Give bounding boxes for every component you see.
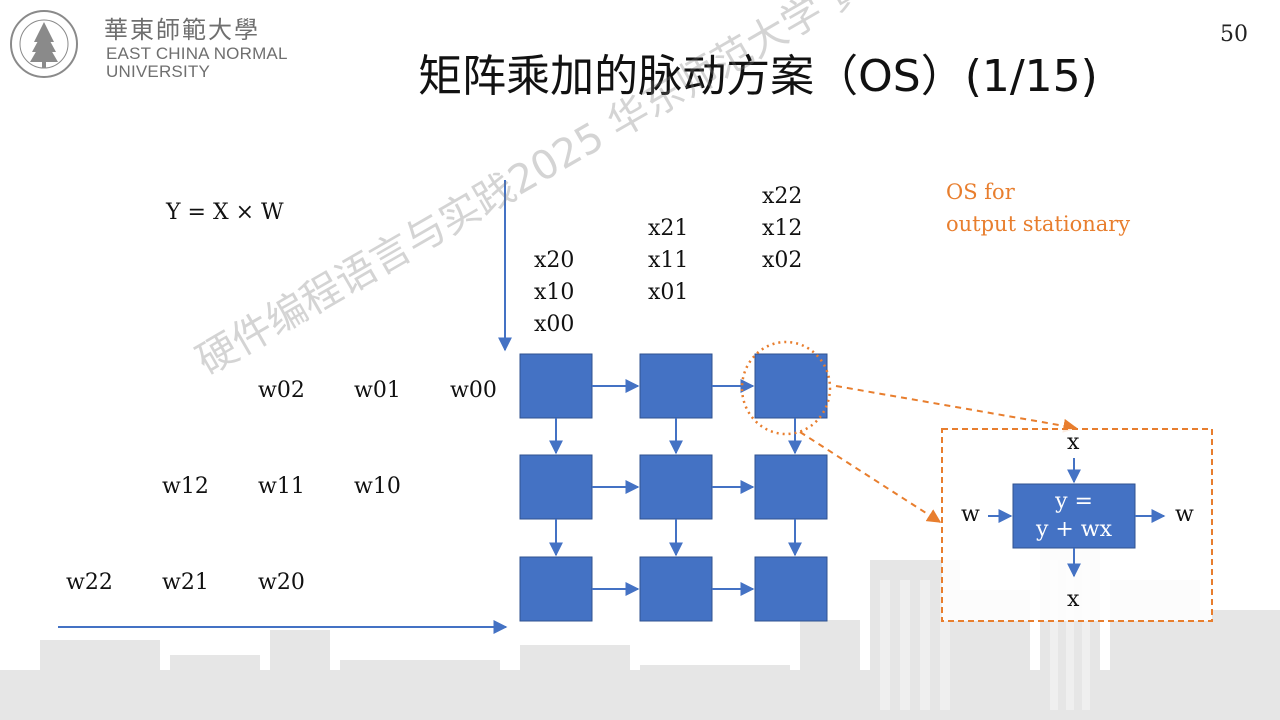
pe-cell (754, 353, 828, 419)
w-input-label: w10 (354, 474, 401, 499)
pe-cell (639, 454, 713, 520)
w-input-label: w12 (162, 474, 209, 499)
os-note-line1: OS for (946, 180, 1015, 204)
zoom-pointer-arrow (835, 385, 1078, 433)
x-input-label: x02 (762, 248, 803, 273)
x-input-label: x11 (648, 248, 689, 273)
pe-detail-right-label: w (1175, 502, 1194, 527)
w-input-label: w02 (258, 378, 305, 403)
pe-detail-equation: y = y + wx (1013, 488, 1135, 546)
w-input-label: w22 (66, 570, 113, 595)
pe-cell (754, 454, 828, 520)
os-note: OS for output stationary (946, 176, 1130, 240)
w-input-label: w21 (162, 570, 209, 595)
logo-english-name-line2: UNIVERSITY (106, 62, 211, 81)
formula: Y = X × W (166, 200, 284, 225)
pe-detail-top-label: x (1067, 430, 1080, 455)
w-input-label: w01 (354, 378, 401, 403)
pe-detail-equation-line1: y = (1055, 489, 1093, 514)
os-note-line2: output stationary (946, 212, 1131, 236)
x-input-label: x12 (762, 216, 803, 241)
w-input-label: w20 (258, 570, 305, 595)
x-input-label: x10 (534, 280, 575, 305)
university-seal-icon (10, 10, 78, 78)
page-number: 50 (1220, 22, 1248, 47)
zoom-pointer-arrow (799, 431, 942, 523)
pe-cell (754, 556, 828, 622)
pe-detail-left-label: w (961, 502, 980, 527)
highlight-circle (740, 340, 832, 436)
x-input-label: x01 (648, 280, 689, 305)
pe-cell (639, 353, 713, 419)
pe-cell (519, 454, 593, 520)
pe-detail-cell (1012, 483, 1136, 549)
w-input-label: w00 (450, 378, 497, 403)
campus-skyline-background (0, 540, 1280, 720)
logo-english-name-line1: EAST CHINA NORMAL (106, 44, 288, 63)
pe-cell (639, 556, 713, 622)
university-logo: 華東師範大學 EAST CHINA NORMAL UNIVERSITY (8, 6, 298, 82)
x-input-label: x22 (762, 184, 803, 209)
pe-detail-equation-line2: y + wx (1035, 517, 1113, 542)
x-input-label: x21 (648, 216, 689, 241)
pe-cell (519, 353, 593, 419)
logo-chinese-name: 華東師範大學 (104, 16, 260, 44)
pe-cell (519, 556, 593, 622)
x-input-label: x20 (534, 248, 575, 273)
pe-detail-bottom-label: x (1067, 587, 1080, 612)
slide-title: 矩阵乘加的脉动方案（OS）(1/15) (418, 51, 1098, 102)
x-input-label: x00 (534, 312, 575, 337)
w-input-label: w11 (258, 474, 305, 499)
